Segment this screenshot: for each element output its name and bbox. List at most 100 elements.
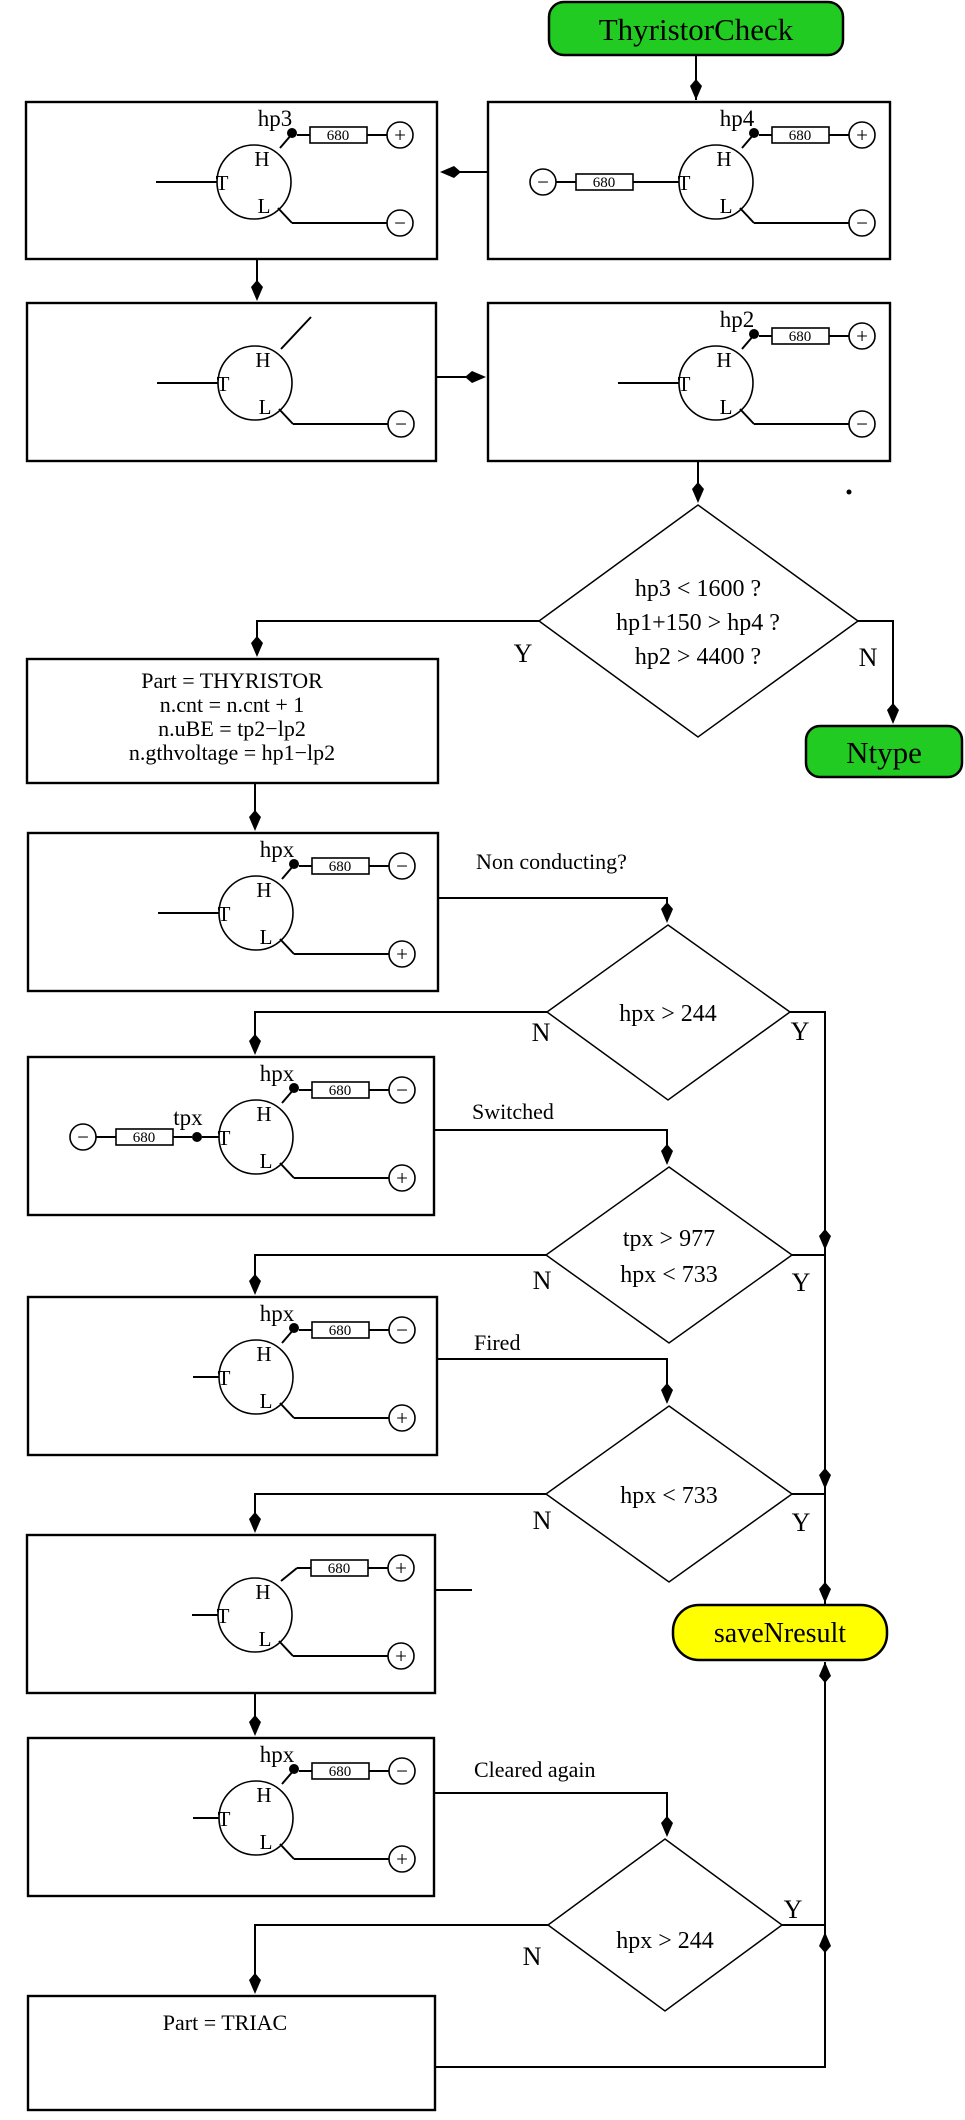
probe-label: hpx	[260, 1301, 295, 1326]
resistor-value: 680	[133, 1130, 156, 1146]
polarity-sign: −	[396, 1759, 408, 1783]
resistor-value: 680	[329, 1764, 352, 1780]
arrow-down-icon	[249, 1973, 261, 1994]
arrow-down-icon	[819, 1582, 831, 1603]
process-part-triac: Part = TRIAC	[26, 1994, 437, 2112]
polarity-sign: −	[396, 1078, 408, 1102]
terminal-l: L	[258, 194, 271, 218]
resistor-value: 680	[329, 1083, 352, 1099]
probe-node-dot	[749, 329, 759, 339]
yes-label: Y	[791, 1017, 810, 1046]
polarity-circle	[848, 322, 876, 350]
no-label: N	[532, 1018, 551, 1047]
arrow-down-icon	[249, 810, 261, 831]
polarity-sign: −	[396, 854, 408, 878]
polarity-circle	[69, 1123, 97, 1151]
terminal-l: L	[259, 1627, 272, 1651]
resistor-value: 680	[789, 329, 812, 345]
polarity-sign: +	[394, 123, 406, 147]
circuit-box-hp4: T H L − 680 hp4 680 + −	[486, 100, 892, 261]
probe-label: hpx	[260, 1742, 295, 1767]
probe-node-dot	[289, 859, 299, 869]
terminal-l: L	[720, 194, 733, 218]
no-label: N	[523, 1942, 542, 1971]
decision-cleared-again: hpx > 244 Y N	[523, 1838, 803, 2012]
arrow-down-icon	[661, 1383, 673, 1404]
polarity-circle	[848, 121, 876, 149]
terminator-start: ThyristorCheck	[547, 0, 845, 57]
decision-fired: hpx < 733 N Y	[533, 1405, 811, 1583]
polarity-circle	[387, 410, 415, 438]
arrow-down-icon	[249, 1512, 261, 1533]
decision-text: hp3 < 1600 ?	[635, 576, 761, 602]
terminal-h: H	[256, 878, 271, 902]
probe-node-dot	[192, 1132, 202, 1142]
circuit-wires	[96, 1088, 389, 1179]
resistor	[115, 1128, 174, 1146]
terminal-l: L	[260, 1149, 273, 1173]
polarity-sign: −	[537, 170, 549, 194]
polarity-circle	[388, 1845, 416, 1873]
terminator-save-nresult: saveNresult	[671, 1603, 889, 1662]
arrowheads	[249, 79, 899, 1994]
polarity-circle	[848, 410, 876, 438]
probe-label: tpx	[173, 1105, 203, 1130]
resistor	[771, 126, 830, 144]
resistor	[309, 126, 368, 144]
polarity-sign: −	[77, 1125, 89, 1149]
resistor-value: 680	[328, 1561, 351, 1577]
arrow-down-icon	[819, 1468, 831, 1489]
circuit-box-hp3: T H L hp3 680 + −	[24, 100, 439, 261]
resistor-value: 680	[789, 128, 812, 144]
yes-label: Y	[514, 639, 533, 668]
circuit-wires	[157, 316, 388, 425]
polarity-sign: +	[856, 324, 868, 348]
circuit-wires	[193, 1769, 389, 1860]
resistor	[311, 857, 370, 875]
stray-dot	[846, 489, 852, 495]
terminal-h: H	[716, 348, 731, 372]
terminal-t: T	[218, 902, 231, 926]
branch-annotations: Non conducting? Switched Fired Cleared a…	[472, 849, 627, 1782]
ntype-label: Ntype	[846, 735, 922, 770]
probe-node-dot	[287, 128, 297, 138]
process-text: n.uBE = tp2−lp2	[158, 716, 306, 741]
polarity-sign: −	[395, 412, 407, 436]
polarity-circle	[388, 1164, 416, 1192]
probe-node-dot	[289, 1323, 299, 1333]
polarity-sign: −	[856, 211, 868, 235]
terminal-t: T	[678, 171, 691, 195]
probe-label: hp2	[720, 307, 755, 332]
decision-text: hpx < 733	[620, 1483, 718, 1509]
polarity-sign: +	[396, 1847, 408, 1871]
polarity-sign: +	[395, 1556, 407, 1580]
process-text: Part = THYRISTOR	[141, 668, 323, 693]
polarity-circle	[388, 1757, 416, 1785]
circuit-wires	[156, 133, 387, 224]
polarity-sign: +	[395, 1644, 407, 1668]
resistor-value: 680	[593, 175, 616, 191]
start-shape	[547, 0, 845, 57]
annotation-non-conducting: Non conducting?	[476, 849, 627, 874]
resistor	[575, 173, 634, 191]
process-text: n.cnt = n.cnt + 1	[160, 692, 305, 717]
annotation-fired: Fired	[474, 1330, 520, 1355]
terminator-ntype: Ntype	[804, 724, 964, 779]
polarity-sign: +	[396, 1406, 408, 1430]
save-nresult-shape	[671, 1603, 889, 1662]
polarity-circle	[388, 1404, 416, 1432]
circuit-wires	[192, 1567, 388, 1657]
terminal-h: H	[254, 147, 269, 171]
annotation-switched: Switched	[472, 1099, 554, 1124]
terminal-h: H	[716, 147, 731, 171]
polarity-circle	[848, 209, 876, 237]
polarity-circle	[386, 209, 414, 237]
no-label: N	[533, 1506, 552, 1535]
polarity-circle	[529, 168, 557, 196]
arrow-right-icon	[465, 371, 486, 383]
resistor	[310, 1559, 369, 1577]
probe-label: hp3	[258, 106, 293, 131]
save-nresult-label: saveNresult	[714, 1618, 846, 1649]
